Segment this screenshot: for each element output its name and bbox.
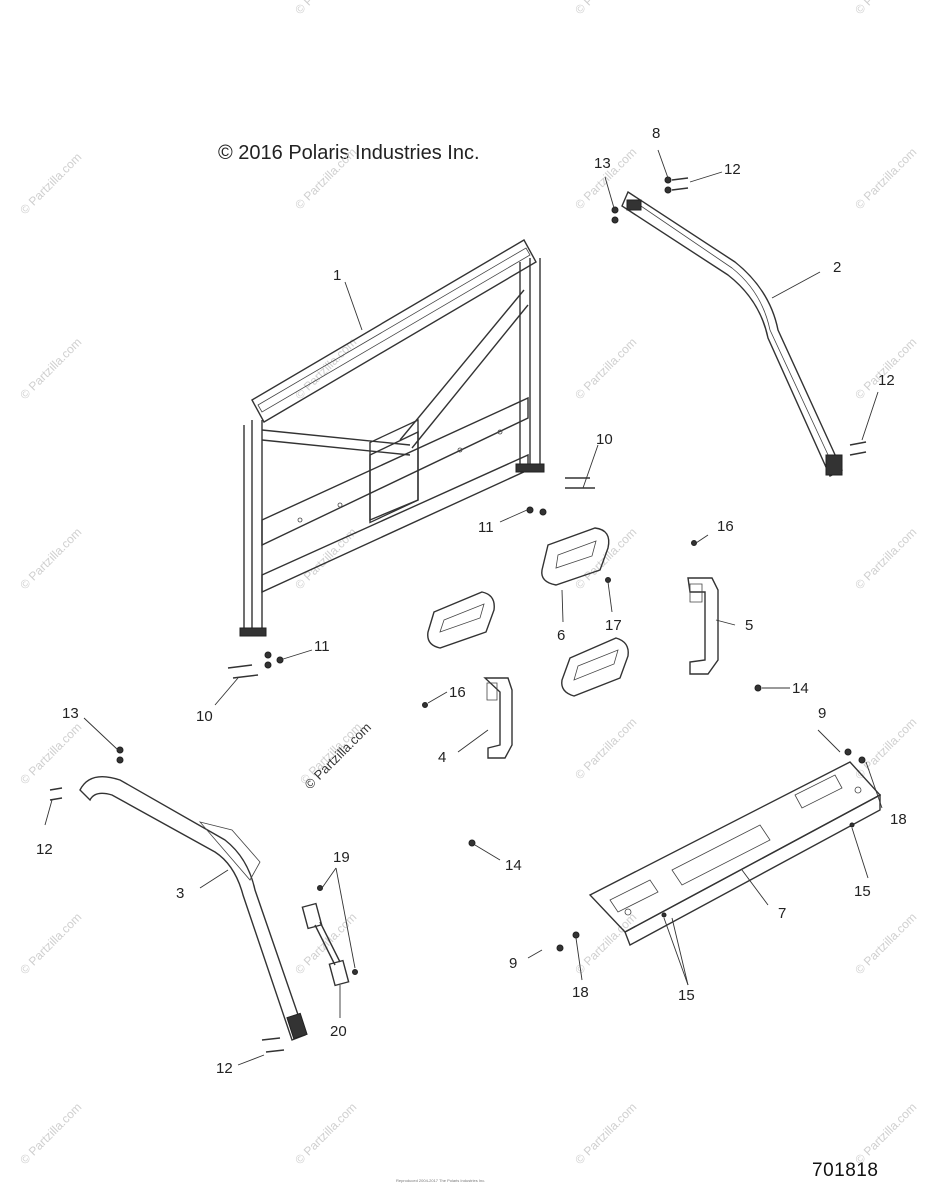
watermark: © Partzilla.com [17, 910, 84, 977]
callout-7: 7 [778, 905, 786, 922]
watermark: © Partzilla.com [292, 0, 359, 17]
callout-8: 8 [652, 125, 660, 142]
part-4-handle[interactable] [483, 677, 513, 759]
callout-10: 10 [196, 708, 213, 725]
watermark: © Partzilla.com [17, 150, 84, 217]
callout-9: 9 [818, 705, 826, 722]
watermark: © Partzilla.com [572, 0, 639, 17]
callout-3: 3 [176, 885, 184, 902]
callout-9: 9 [509, 955, 517, 972]
watermark: © Partzilla.com [17, 720, 84, 787]
copyright-text: © 2016 Polaris Industries Inc. [218, 142, 480, 164]
watermark: © Partzilla.com [852, 1100, 919, 1167]
callout-13: 13 [594, 155, 611, 172]
callout-1: 1 [333, 267, 341, 284]
callout-16: 16 [717, 518, 734, 535]
watermark-center: © Partzilla.com [302, 720, 375, 793]
callout-14: 14 [505, 857, 522, 874]
part-20-strap[interactable] [301, 885, 358, 987]
callout-4: 4 [438, 749, 446, 766]
watermark: © Partzilla.com [572, 715, 639, 782]
footer-fineprint: Reproduced 2004-2017 The Polaris Industr… [396, 1178, 486, 1183]
watermark: © Partzilla.com [852, 715, 919, 782]
callout-12: 12 [724, 161, 741, 178]
watermark: © Partzilla.com [292, 145, 359, 212]
part-3-lower-left-bar[interactable] [79, 776, 308, 1041]
callout-15: 15 [854, 883, 871, 900]
part-6-grab-handles[interactable] [427, 527, 629, 697]
watermark: © Partzilla.com [572, 525, 639, 592]
callout-10: 10 [596, 431, 613, 448]
callout-14: 14 [792, 680, 809, 697]
part-1-rear-frame[interactable] [239, 239, 545, 637]
watermarks: © Partzilla.com © Partzilla.com © Partzi… [17, 0, 919, 1167]
callout-2: 2 [833, 259, 841, 276]
watermark: © Partzilla.com [572, 335, 639, 402]
callout-12: 12 [36, 841, 53, 858]
callouts: 1 2 3 4 5 6 7 8 9 9 10 10 11 11 12 12 12… [36, 125, 907, 1077]
part-7-tailgate[interactable] [588, 761, 882, 946]
callout-18: 18 [890, 811, 907, 828]
callout-12: 12 [216, 1060, 233, 1077]
watermark: © Partzilla.com [292, 335, 359, 402]
callout-6: 6 [557, 627, 565, 644]
watermark: © Partzilla.com [852, 525, 919, 592]
callout-11: 11 [314, 638, 330, 655]
part-2-upper-right-bar[interactable] [621, 190, 843, 477]
leader-lines [44, 149, 883, 1066]
watermark: © Partzilla.com [292, 1100, 359, 1167]
callout-17: 17 [605, 617, 622, 634]
callout-20: 20 [330, 1023, 347, 1040]
callout-19: 19 [333, 849, 350, 866]
fasteners [49, 176, 867, 1053]
callout-13: 13 [62, 705, 79, 722]
watermark: © Partzilla.com [17, 525, 84, 592]
watermark: © Partzilla.com [852, 0, 919, 17]
watermark: © Partzilla.com [852, 145, 919, 212]
diagram-number: 701818 [812, 1160, 879, 1181]
watermark: © Partzilla.com [852, 910, 919, 977]
callout-5: 5 [745, 617, 753, 634]
watermark: © Partzilla.com [292, 910, 359, 977]
watermark: © Partzilla.com [17, 335, 84, 402]
callout-15: 15 [678, 987, 695, 1004]
watermark: © Partzilla.com [852, 335, 919, 402]
part-5-handle[interactable] [687, 577, 719, 675]
callout-11: 11 [478, 519, 494, 536]
watermark: © Partzilla.com [572, 1100, 639, 1167]
callout-16: 16 [449, 684, 466, 701]
callout-12: 12 [878, 372, 895, 389]
callout-18: 18 [572, 984, 589, 1001]
watermark: © Partzilla.com [17, 1100, 84, 1167]
